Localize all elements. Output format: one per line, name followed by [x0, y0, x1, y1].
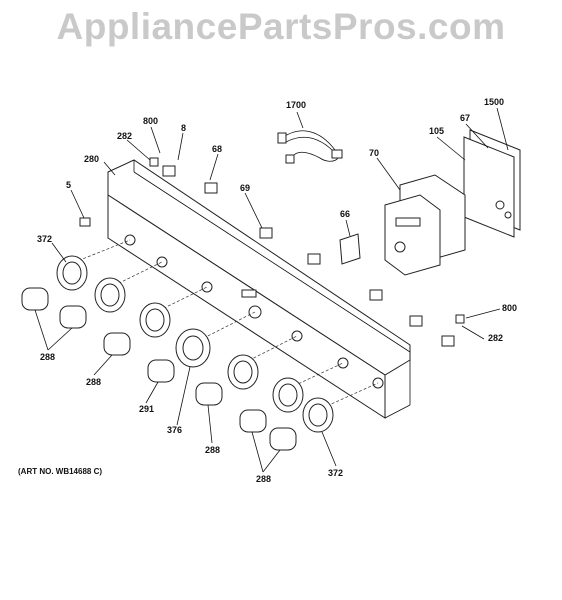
- watermark-logo: AppliancePartsPros.com: [56, 6, 506, 47]
- callout-282-right: 282: [488, 333, 503, 343]
- knobs: [21, 287, 297, 451]
- callout-800-right: 800: [502, 303, 517, 313]
- wire-harness: [277, 130, 343, 164]
- leader-lines: [34, 107, 509, 473]
- callout-282-top: 282: [117, 131, 132, 141]
- callout-288-b: 288: [86, 377, 101, 387]
- callout-5: 5: [66, 180, 71, 190]
- mounting-clips: [149, 157, 465, 347]
- callout-66: 66: [340, 209, 350, 219]
- callout-800-top: 800: [143, 116, 158, 126]
- callout-1700: 1700: [286, 100, 306, 110]
- callout-70: 70: [369, 148, 379, 158]
- callout-288-d: 288: [256, 474, 271, 484]
- control-panel: [107, 159, 411, 419]
- callout-67: 67: [460, 113, 470, 123]
- callout-105: 105: [429, 126, 444, 136]
- callout-376: 376: [167, 425, 182, 435]
- callout-288-c: 288: [205, 445, 220, 455]
- control-module: [384, 174, 466, 276]
- callout-372-right: 372: [328, 468, 343, 478]
- control-board: [463, 129, 521, 238]
- callout-291: 291: [139, 404, 154, 414]
- callout-280: 280: [84, 154, 99, 164]
- switch-part: [79, 217, 91, 227]
- callout-372-left: 372: [37, 234, 52, 244]
- callout-69: 69: [240, 183, 250, 193]
- callout-8: 8: [181, 123, 186, 133]
- overlay-part: [339, 233, 361, 265]
- callout-288-a: 288: [40, 352, 55, 362]
- callout-68: 68: [212, 144, 222, 154]
- callout-labels: 1700 1500 800 8 282 68 280 67 105 70 5 6…: [18, 97, 517, 484]
- art-number: (ART NO. WB14688 C): [18, 467, 102, 476]
- knob-rings: [56, 255, 334, 433]
- callout-1500: 1500: [484, 97, 504, 107]
